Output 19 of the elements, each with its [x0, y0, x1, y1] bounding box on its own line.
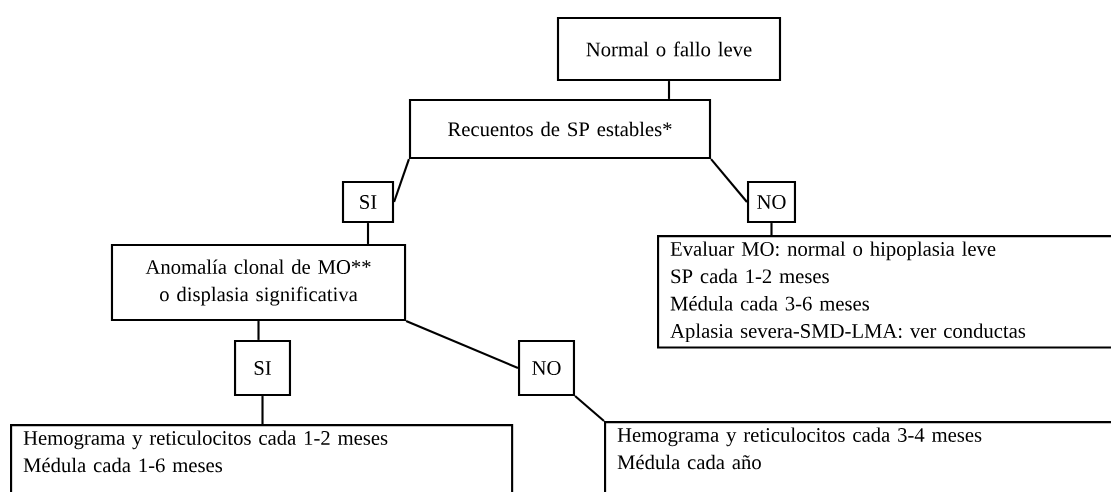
connector-line — [366, 223, 370, 244]
answer-box: NO — [746, 180, 797, 224]
decision-box: Recuentos de SP estables* — [408, 98, 712, 160]
connector-line — [667, 81, 671, 99]
action-box: Evaluar MO: normal o hipoplasia leve SP cada 1-2 meses Médula cada 3-6 meses Aplasia severa-SMD-LMA: ver conductas — [657, 235, 1111, 349]
connector-line — [393, 158, 410, 203]
action-box: Hemograma y reticulocitos cada 3-4 meses Médula cada año — [604, 421, 1111, 492]
decision-box: Anomalía clonal de MO** o displasia significativa — [110, 243, 407, 322]
answer-box: SI — [233, 339, 292, 397]
answer-box: SI — [341, 180, 395, 224]
connector-line — [405, 320, 519, 369]
action-box: Hemograma y reticulocitos cada 1-2 meses Médula cada 1-6 meses — [10, 424, 514, 492]
connector-line — [574, 395, 605, 422]
connector-line — [770, 223, 773, 235]
answer-box: NO — [517, 339, 576, 397]
connector-line — [257, 321, 260, 340]
process-box: Normal o fallo leve — [556, 16, 782, 82]
connector-line — [710, 158, 748, 203]
connector-line — [261, 396, 264, 424]
